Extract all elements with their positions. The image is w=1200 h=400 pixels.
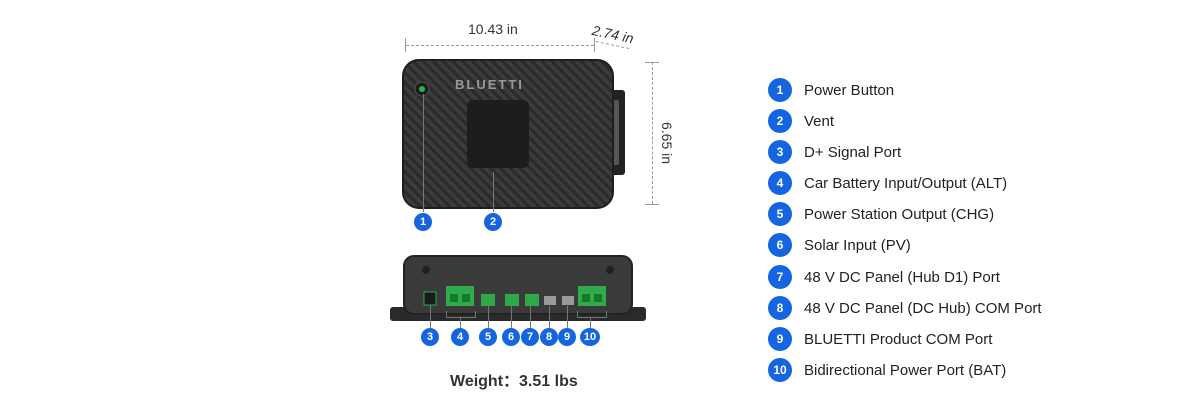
legend-number: 2	[768, 109, 792, 133]
bracket-10	[577, 311, 607, 318]
callout-line-3	[430, 306, 431, 328]
callout-line-10	[590, 317, 591, 328]
width-tick-right	[594, 38, 595, 52]
legend-number: 3	[768, 140, 792, 164]
callout-line-4	[460, 317, 461, 328]
legend-number: 8	[768, 296, 792, 320]
legend-label: Power Button	[804, 81, 895, 99]
callout-badge-5: 5	[479, 328, 497, 346]
callout-line-6	[511, 306, 512, 328]
legend-label: Vent	[804, 112, 835, 130]
callout-line-8	[549, 306, 550, 328]
legend-item-dc-hub-com: 8 48 V DC Panel (DC Hub) COM Port	[768, 296, 1042, 320]
port-bluetti-com	[562, 296, 574, 305]
weight-label: Weight：3.51 lbs	[450, 373, 578, 390]
height-tick-top	[645, 62, 659, 63]
legend-item-bat: 10 Bidirectional Power Port (BAT)	[768, 358, 1006, 382]
callout-line-2	[493, 172, 494, 212]
port-pv	[505, 294, 519, 306]
legend-item-alt: 4 Car Battery Input/Output (ALT)	[768, 171, 1007, 195]
legend-label: Solar Input (PV)	[804, 236, 911, 254]
width-tick-left	[405, 38, 406, 52]
callout-badge-2: 2	[484, 213, 502, 231]
legend-number: 5	[768, 202, 792, 226]
legend-item-bluetti-com: 9 BLUETTI Product COM Port	[768, 327, 992, 351]
legend-label: 48 V DC Panel (DC Hub) COM Port	[804, 299, 1042, 317]
callout-line-7	[530, 306, 531, 328]
width-dimension-line	[406, 45, 594, 46]
legend-item-vent: 2 Vent	[768, 109, 834, 133]
legend-label: Bidirectional Power Port (BAT)	[804, 361, 1007, 379]
legend-label: BLUETTI Product COM Port	[804, 330, 993, 348]
port-d-plus	[423, 291, 437, 306]
legend-label: Car Battery Input/Output (ALT)	[804, 174, 1008, 192]
vent-grille	[467, 100, 529, 168]
legend-item-hub-d1: 7 48 V DC Panel (Hub D1) Port	[768, 265, 1000, 289]
legend-number: 4	[768, 171, 792, 195]
callout-badge-10: 10	[580, 328, 600, 346]
height-tick-bottom	[645, 204, 659, 205]
bracket-4	[446, 311, 476, 318]
depth-label: 2.74 in	[590, 22, 636, 47]
callout-badge-3: 3	[421, 328, 439, 346]
width-label: 10.43 in	[468, 21, 518, 37]
port-hub-d1	[525, 294, 539, 306]
callout-badge-1: 1	[414, 213, 432, 231]
legend-item-d-plus: 3 D+ Signal Port	[768, 140, 901, 164]
legend-item-power-button: 1 Power Button	[768, 78, 894, 102]
callout-badge-9: 9	[558, 328, 576, 346]
callout-line-5	[488, 306, 489, 328]
device-front-view	[390, 255, 646, 321]
legend-item-chg: 5 Power Station Output (CHG)	[768, 202, 994, 226]
height-dimension-line	[652, 62, 653, 204]
legend-number: 6	[768, 233, 792, 257]
port-chg	[481, 294, 495, 306]
callout-line-9	[567, 306, 568, 328]
legend-number: 1	[768, 78, 792, 102]
legend-label: D+ Signal Port	[804, 143, 902, 161]
brand-logo: BLUETTI	[455, 77, 524, 92]
callout-line-1	[423, 94, 424, 212]
callout-badge-4: 4	[451, 328, 469, 346]
port-dc-hub-com	[544, 296, 556, 305]
legend-number: 9	[768, 327, 792, 351]
callout-badge-7: 7	[521, 328, 539, 346]
callout-badge-6: 6	[502, 328, 520, 346]
legend-number: 7	[768, 265, 792, 289]
height-label: 6.65 in	[659, 122, 675, 165]
legend-label: 48 V DC Panel (Hub D1) Port	[804, 268, 1000, 286]
callout-badge-8: 8	[540, 328, 558, 346]
legend-number: 10	[768, 358, 792, 382]
legend-item-pv: 6 Solar Input (PV)	[768, 233, 911, 257]
legend-label: Power Station Output (CHG)	[804, 205, 995, 223]
device-top-view	[402, 59, 625, 209]
